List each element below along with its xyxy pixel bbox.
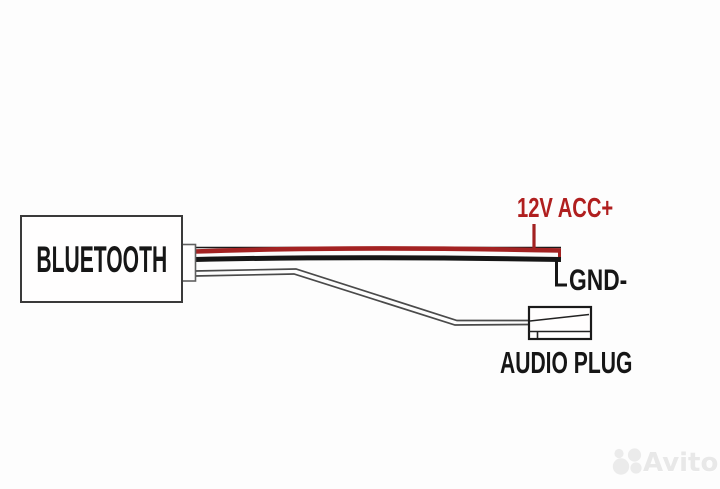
ground-wire-label: GND- <box>569 264 628 297</box>
audio-plug-label: AUDIO PLUG <box>500 345 633 380</box>
ground-wire <box>194 255 562 262</box>
audio-plug-inner-line-1 <box>529 313 590 322</box>
bluetooth-label: BLUETOOTH <box>36 238 167 280</box>
audio-cable-line-2 <box>194 273 531 326</box>
ground-label-callout-line <box>555 261 567 287</box>
avito-logo-icon <box>612 448 642 475</box>
power-wire <box>194 246 562 254</box>
avito-watermark-text: Avito <box>643 448 719 478</box>
bluetooth-module-box: BLUETOOTH <box>20 215 183 303</box>
power-wire-label: 12V ACC+ <box>517 192 614 223</box>
audio-cable-line-1 <box>194 268 530 322</box>
audio-plug-body <box>527 305 593 341</box>
